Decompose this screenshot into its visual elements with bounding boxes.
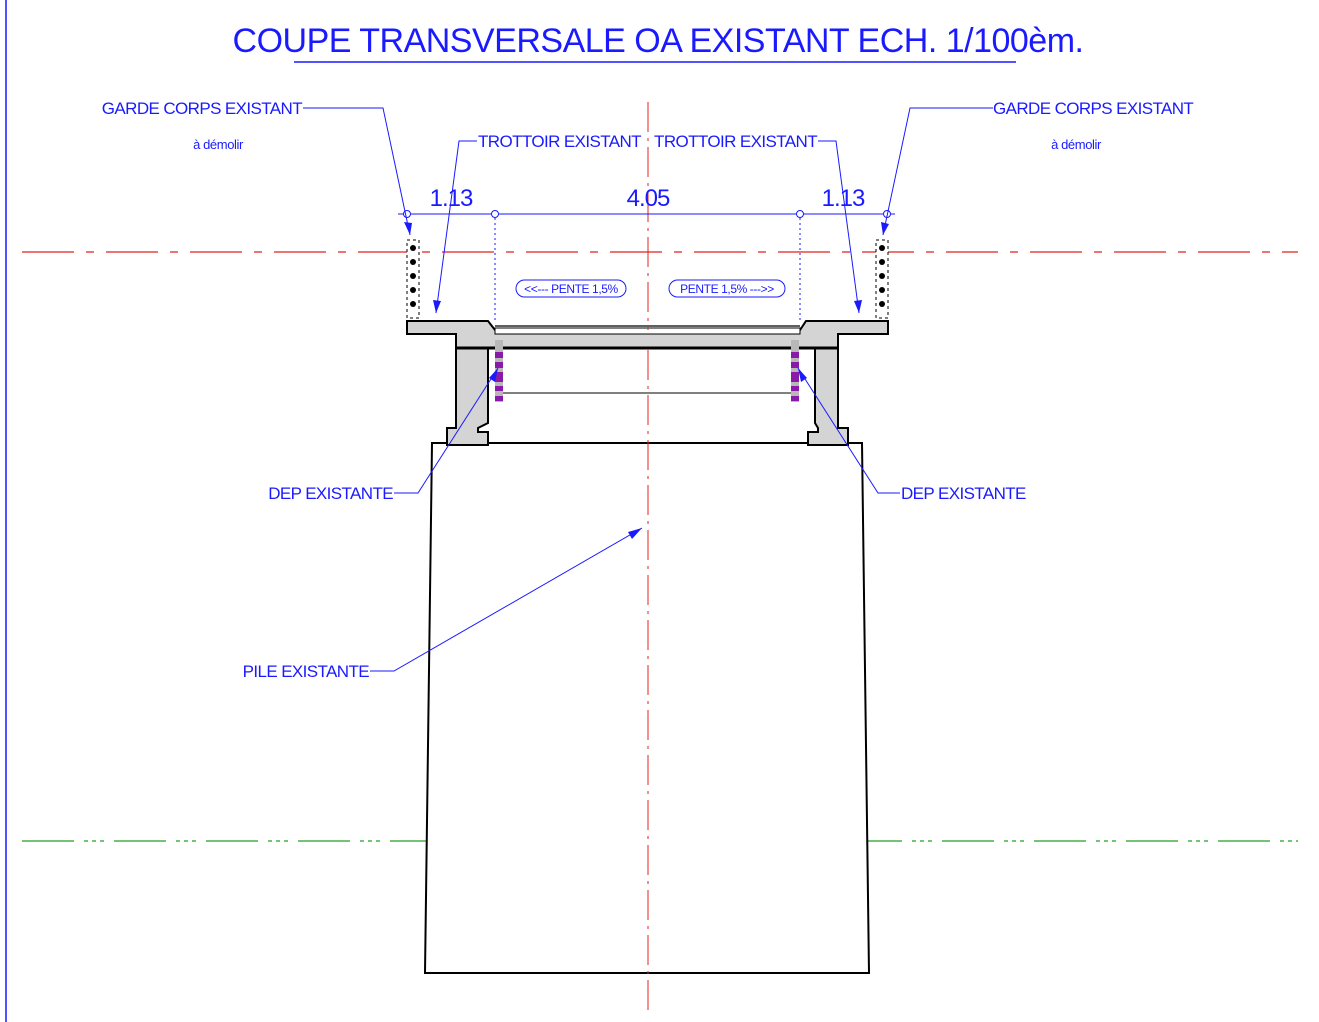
label-trottoir-right: TROTTOIR EXISTANT — [654, 132, 817, 151]
dimension-line — [398, 210, 895, 322]
right-support-beam — [807, 347, 849, 446]
slope-left: <<--- PENTE 1,5% — [524, 282, 618, 296]
label-dep-left: DEP EXISTANTE — [268, 484, 393, 503]
slope-left-box — [515, 279, 627, 298]
left-guard-rail — [406, 239, 420, 319]
left-support-beam — [446, 347, 489, 446]
left-bearing — [495, 340, 503, 402]
label-garde-corps-left-sub: à démolir — [193, 137, 244, 152]
right-guard-rail — [875, 239, 889, 319]
label-trottoir-left: TROTTOIR EXISTANT — [478, 132, 641, 151]
dimension-center: 4.05 — [627, 185, 670, 212]
dimension-left: 1.13 — [430, 185, 473, 212]
slope-right-box — [668, 279, 786, 298]
label-garde-corps-right-sub: à démolir — [1051, 137, 1102, 152]
drawing-title: COUPE TRANSVERSALE OA EXISTANT ECH. 1/10… — [233, 22, 1084, 60]
pile-body — [423, 442, 871, 974]
label-garde-corps-right: GARDE CORPS EXISTANT — [993, 99, 1193, 118]
label-garde-corps-left: GARDE CORPS EXISTANT — [102, 99, 302, 118]
label-dep-right: DEP EXISTANTE — [901, 484, 1026, 503]
leader-lines — [303, 107, 993, 672]
slope-right: PENTE 1,5% --->> — [680, 282, 774, 296]
right-bearing — [791, 340, 799, 402]
label-pile: PILE EXISTANTE — [243, 662, 370, 681]
leader-arrowheads — [404, 222, 889, 539]
